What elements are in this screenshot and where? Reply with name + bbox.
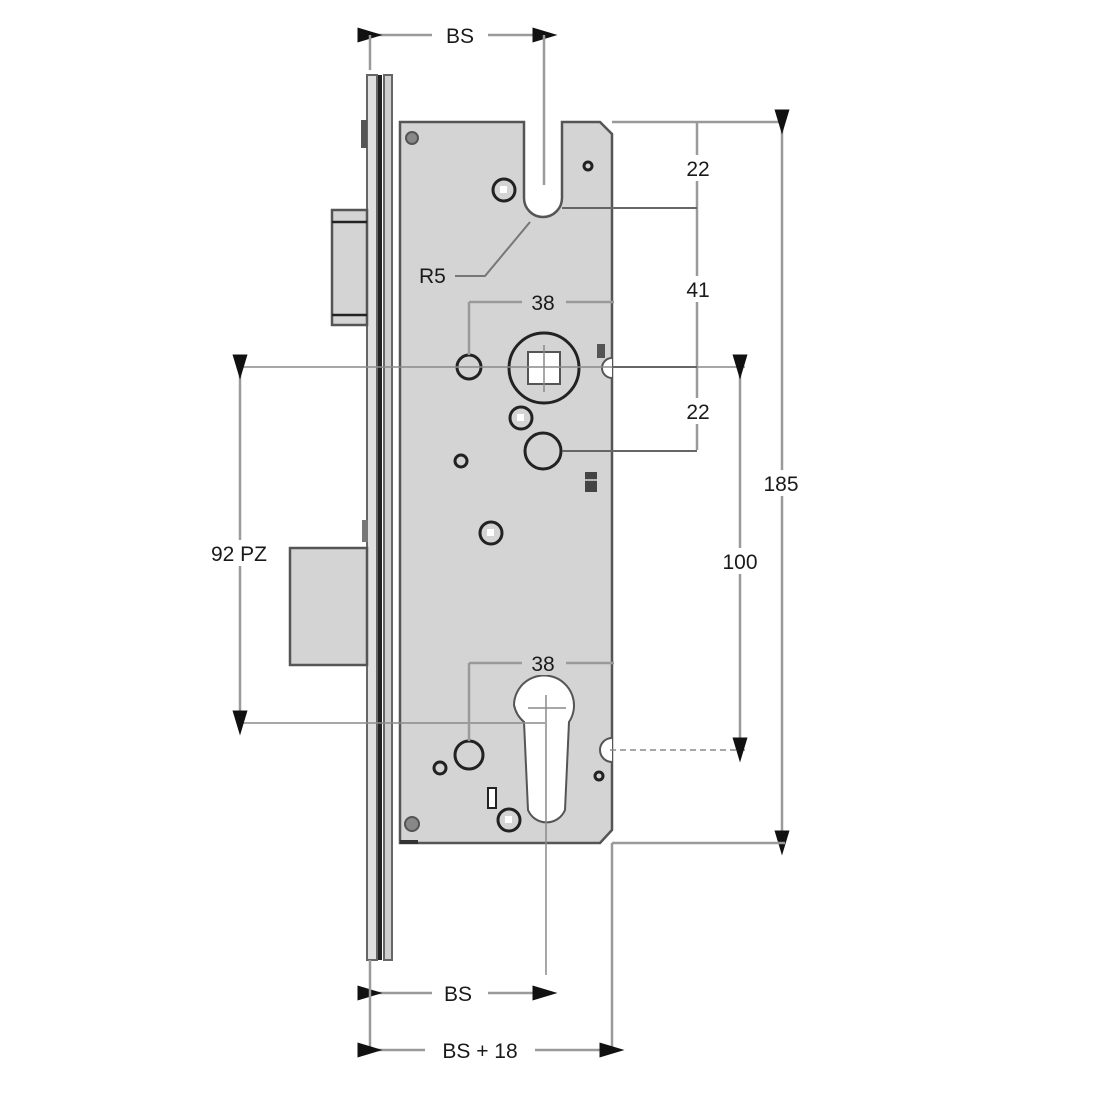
latch-bolt [330, 208, 369, 327]
label-41: 41 [686, 279, 709, 302]
dimension-labels: BS 22 41 22 185 100 92 PZ R5 38 38 BS BS… [200, 22, 804, 1063]
center-lines [240, 345, 745, 975]
label-bs-bottom: BS [444, 983, 472, 1006]
dead-bolt [288, 520, 369, 667]
label-38-follower: 38 [531, 292, 554, 315]
case-plate [398, 120, 614, 845]
label-22-bottom: 22 [686, 401, 709, 424]
label-92pz: 92 PZ [211, 543, 267, 566]
label-22-top: 22 [686, 158, 709, 181]
label-185: 185 [763, 473, 798, 496]
forend [361, 74, 393, 961]
label-bs-top: BS [446, 25, 474, 48]
label-bs-plus-18: BS + 18 [442, 1040, 517, 1063]
label-r5: R5 [419, 265, 446, 288]
label-38-cylinder: 38 [531, 653, 554, 676]
label-100: 100 [722, 551, 757, 574]
